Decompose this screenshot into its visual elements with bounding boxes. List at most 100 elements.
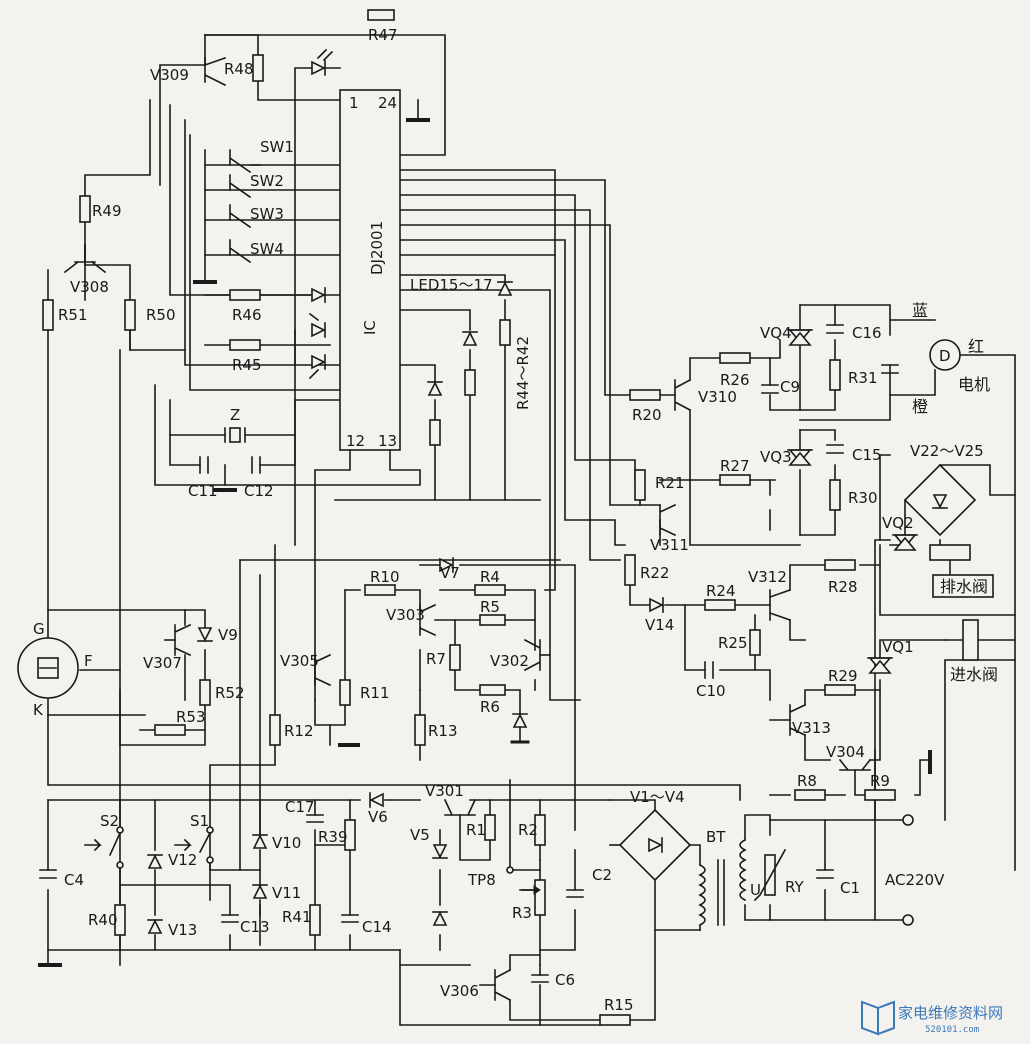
motor-cap xyxy=(881,364,899,374)
svg-text:V14: V14 xyxy=(645,616,674,634)
svg-text:V303: V303 xyxy=(386,606,425,624)
svg-text:R53: R53 xyxy=(176,708,206,726)
resistor-r51: R51 xyxy=(42,299,88,331)
resistor-r5: R5 xyxy=(479,598,506,626)
resistor-r20: R20 xyxy=(629,389,662,424)
resistor-r7: R7 xyxy=(426,644,461,671)
ic-pin-13: 13 xyxy=(378,432,397,450)
svg-text:R9: R9 xyxy=(870,772,890,790)
svg-text:R22: R22 xyxy=(640,564,670,582)
svg-text:R51: R51 xyxy=(58,306,88,324)
ic-dj2001: 1 24 12 13 DJ2001 IC xyxy=(339,89,430,451)
svg-text:V304: V304 xyxy=(826,743,865,761)
led-resistors: R44～R42 xyxy=(429,319,532,446)
svg-text:R2: R2 xyxy=(518,821,538,839)
resistor-r49: R49 xyxy=(79,195,122,223)
triac-vq2: VQ2 xyxy=(882,514,918,551)
zener-diode xyxy=(510,713,530,744)
svg-text:V308: V308 xyxy=(70,278,109,296)
svg-text:C2: C2 xyxy=(592,866,612,884)
inlet-valve: 进水阀 xyxy=(950,619,998,684)
svg-text:SW1: SW1 xyxy=(260,138,294,156)
svg-text:V310: V310 xyxy=(698,388,737,406)
transistor-v301: V301 xyxy=(425,782,477,817)
resistor-r1: R1 xyxy=(466,814,496,841)
svg-text:V22～V25: V22～V25 xyxy=(910,442,984,460)
svg-text:V301: V301 xyxy=(425,782,464,800)
svg-text:V309: V309 xyxy=(150,66,189,84)
svg-text:V312: V312 xyxy=(748,568,787,586)
svg-text:C9: C9 xyxy=(780,378,800,396)
svg-text:V307: V307 xyxy=(143,654,182,672)
resistor-r3-potentiometer: R3 xyxy=(512,879,546,922)
ic-pin-24: 24 xyxy=(378,94,397,112)
svg-text:R27: R27 xyxy=(720,457,750,475)
diode-v6: V6 xyxy=(368,792,388,826)
triac-vq1: VQ1 xyxy=(867,638,914,674)
switch-s1: S1 xyxy=(174,812,214,864)
svg-text:VQ4: VQ4 xyxy=(760,324,792,342)
watermark: 家电维修资料网 520101.com xyxy=(861,1000,1003,1036)
svg-text:V306: V306 xyxy=(440,982,479,1000)
svg-text:F: F xyxy=(84,652,93,670)
svg-text:SW2: SW2 xyxy=(250,172,284,190)
resistor-r11: R11 xyxy=(339,679,390,706)
resistor-r28: R28 xyxy=(824,559,858,596)
triac-vq4: VQ4 xyxy=(760,324,813,346)
svg-text:R49: R49 xyxy=(92,202,122,220)
transistor-v311: V311 xyxy=(650,503,689,554)
capacitor-c11: C11 xyxy=(188,456,218,500)
capacitor-c9: C9 xyxy=(761,378,800,396)
transformer-bt: BT xyxy=(698,828,747,927)
testpoint-tp8: TP8 xyxy=(467,866,514,889)
svg-text:R40: R40 xyxy=(88,911,118,929)
svg-text:Z: Z xyxy=(230,406,240,424)
svg-text:蓝: 蓝 xyxy=(912,301,928,320)
svg-text:TP8: TP8 xyxy=(467,871,496,889)
capacitor-c12: C12 xyxy=(244,456,274,500)
svg-text:C16: C16 xyxy=(852,324,882,342)
svg-text:R46: R46 xyxy=(232,306,262,324)
svg-text:R21: R21 xyxy=(655,474,685,492)
led-pair-1 xyxy=(308,312,326,380)
transistor-v306: V306 xyxy=(440,968,512,1002)
svg-text:V11: V11 xyxy=(272,884,301,902)
transistor-v303: V303 xyxy=(386,603,437,637)
capacitor-c2: C2 xyxy=(566,866,612,898)
svg-text:S1: S1 xyxy=(190,812,209,830)
svg-text:RY: RY xyxy=(785,878,804,896)
svg-text:BT: BT xyxy=(706,828,726,846)
resistor-r25: R25 xyxy=(718,629,761,656)
svg-text:家电维修资料网: 家电维修资料网 xyxy=(898,1004,1003,1022)
svg-text:V311: V311 xyxy=(650,536,689,554)
capacitor-c15: C15 xyxy=(826,444,882,464)
resistor-r22: R22 xyxy=(624,554,670,586)
resistor-r12: R12 xyxy=(269,714,314,746)
svg-text:C17: C17 xyxy=(285,798,315,816)
resistor-r2: R2 xyxy=(518,814,546,846)
svg-text:C6: C6 xyxy=(555,971,575,989)
crystal-z: Z xyxy=(224,406,246,443)
svg-text:R31: R31 xyxy=(848,369,878,387)
svg-text:电机: 电机 xyxy=(958,375,990,394)
diode-v14: V14 xyxy=(645,597,674,634)
svg-text:R20: R20 xyxy=(632,406,662,424)
capacitor-c17: C17 xyxy=(285,798,324,823)
svg-text:AC220V: AC220V xyxy=(885,871,945,889)
svg-text:V13: V13 xyxy=(168,921,197,939)
svg-text:V5: V5 xyxy=(410,826,430,844)
svg-text:R4: R4 xyxy=(480,568,500,586)
svg-text:R48: R48 xyxy=(224,60,254,78)
resistor-r53: R53 xyxy=(154,708,206,736)
svg-text:R29: R29 xyxy=(828,667,858,685)
svg-text:C13: C13 xyxy=(240,918,270,936)
svg-text:G: G xyxy=(33,620,45,638)
resistor-r39: R39 xyxy=(318,819,356,851)
svg-text:R3: R3 xyxy=(512,904,532,922)
capacitor-c6: C6 xyxy=(531,971,575,989)
capacitor-c13: C13 xyxy=(221,914,270,936)
resistor-r48: R48 xyxy=(224,54,264,82)
ic-pin-1: 1 xyxy=(349,94,359,112)
varistor-ry: RY U xyxy=(750,848,804,902)
sensor-gfk: G F K xyxy=(17,620,93,719)
